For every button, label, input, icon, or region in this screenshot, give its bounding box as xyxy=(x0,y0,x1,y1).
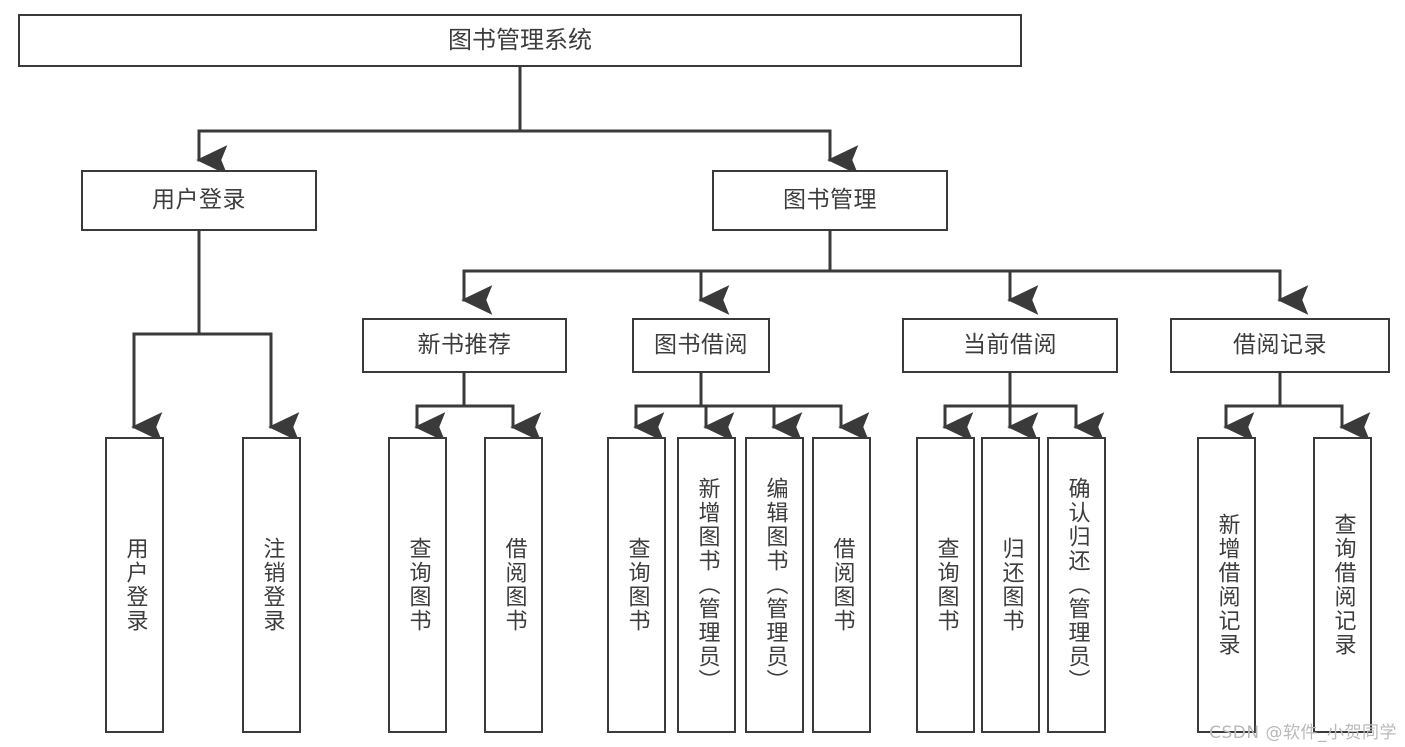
node-leaf-add-book-admin[interactable]: 新增图书（管理员） xyxy=(677,437,736,733)
node-label: 图书管理 xyxy=(783,186,877,213)
node-label: 新增图书（管理员） xyxy=(694,477,720,693)
node-label: 用户登录 xyxy=(122,537,148,633)
node-label: 图书管理系统 xyxy=(448,26,592,55)
node-label: 借阅记录 xyxy=(1233,331,1327,358)
node-leaf-user-login[interactable]: 用户登录 xyxy=(105,437,164,733)
node-book-management[interactable]: 图书管理 xyxy=(712,170,948,231)
node-root-system[interactable]: 图书管理系统 xyxy=(18,14,1022,67)
node-leaf-edit-book-admin[interactable]: 编辑图书（管理员） xyxy=(745,437,804,733)
node-leaf-query-book-borrow[interactable]: 查询图书 xyxy=(607,437,666,733)
node-leaf-add-borrow-record[interactable]: 新增借阅记录 xyxy=(1197,437,1256,733)
node-current-borrow[interactable]: 当前借阅 xyxy=(902,318,1118,373)
node-label: 查询图书 xyxy=(933,537,959,633)
node-leaf-query-borrow-record[interactable]: 查询借阅记录 xyxy=(1313,437,1372,733)
node-label: 归还图书 xyxy=(998,537,1024,633)
node-label: 借阅图书 xyxy=(829,537,855,633)
node-label: 借阅图书 xyxy=(501,537,527,633)
node-new-book-recommend[interactable]: 新书推荐 xyxy=(362,318,567,373)
node-label: 图书借阅 xyxy=(654,331,748,358)
node-label: 查询借阅记录 xyxy=(1330,513,1356,657)
node-label: 新增借阅记录 xyxy=(1214,513,1240,657)
node-label: 新书推荐 xyxy=(417,331,512,358)
node-label: 编辑图书（管理员） xyxy=(762,477,788,693)
node-label: 用户登录 xyxy=(152,186,246,213)
node-label: 查询图书 xyxy=(405,537,431,633)
node-label: 确认归还（管理员） xyxy=(1064,477,1090,693)
node-leaf-borrow-book-recommend[interactable]: 借阅图书 xyxy=(484,437,543,733)
node-leaf-return-book[interactable]: 归还图书 xyxy=(981,437,1040,733)
node-leaf-borrow-book[interactable]: 借阅图书 xyxy=(812,437,871,733)
node-label: 注销登录 xyxy=(259,537,285,633)
node-label: 当前借阅 xyxy=(963,331,1057,358)
watermark-text: CSDN @软件_小贺同学 xyxy=(1209,723,1397,743)
node-leaf-query-book-recommend[interactable]: 查询图书 xyxy=(388,437,447,733)
node-book-borrow[interactable]: 图书借阅 xyxy=(632,318,770,373)
node-leaf-confirm-return-admin[interactable]: 确认归还（管理员） xyxy=(1047,437,1106,733)
node-label: 查询图书 xyxy=(624,537,650,633)
node-borrow-record[interactable]: 借阅记录 xyxy=(1170,318,1390,373)
node-user-login[interactable]: 用户登录 xyxy=(81,170,317,231)
node-leaf-logout[interactable]: 注销登录 xyxy=(242,437,301,733)
node-leaf-query-book-current[interactable]: 查询图书 xyxy=(916,437,975,733)
